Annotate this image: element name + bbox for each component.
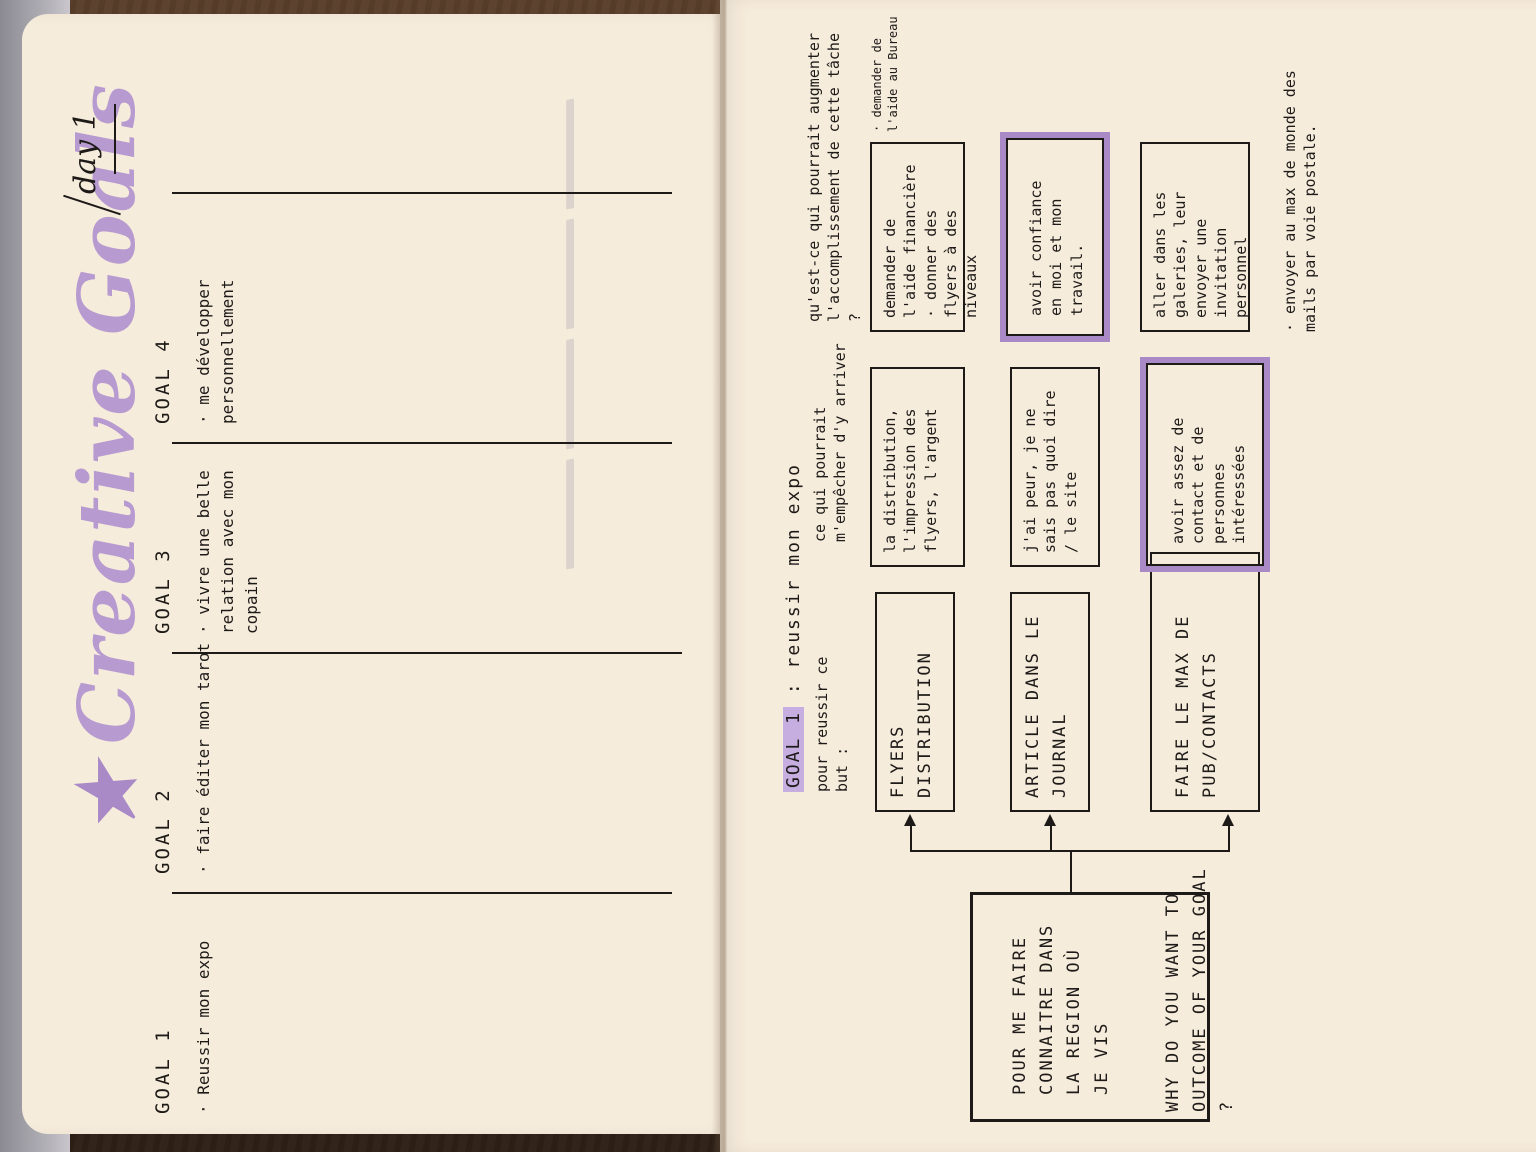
- helper-box-article: avoir confiance en moi et mon travail.: [1000, 132, 1110, 342]
- arrow-row-3: [1222, 814, 1234, 826]
- connector-trunk: [1070, 852, 1072, 892]
- goal-2-title: GOAL 2: [152, 787, 174, 874]
- show-through-lettering: ————: [492, 94, 631, 574]
- notebook-right-page: [720, 0, 1536, 1152]
- connector-to-row-3: [1228, 822, 1230, 852]
- how-header: pour reussir ce but :: [813, 656, 852, 792]
- goal-3-text: · vivre une belle relation avec mon copa…: [194, 470, 261, 634]
- star-icon: ★: [62, 762, 153, 834]
- goal-1-highlight: GOAL 1: [783, 706, 804, 792]
- column-divider-4: [172, 192, 672, 194]
- helper-side-note: · demander de l'aide au Bureau: [870, 16, 900, 132]
- goal-4-column: GOAL 4 · me développer personnellement: [152, 204, 240, 425]
- notebook-spine: [712, 0, 740, 1152]
- obstacle-box-article: j'ai peur, je ne sais pas quoi dire / le…: [1010, 367, 1100, 567]
- column-divider-3: [172, 442, 672, 444]
- goal-3-column: GOAL 3 · vivre une belle relation avec m…: [152, 454, 264, 634]
- left-page-content: ———— ★Creative Goals day 1 GOAL 1 · Reus…: [22, 14, 734, 1134]
- arrow-row-2: [1044, 814, 1056, 826]
- connector-spine: [910, 850, 1230, 852]
- right-page-content: WHY DO YOU WANT TO OUTCOME OF YOUR GOAL …: [720, 0, 1536, 1152]
- column-divider-1: [172, 892, 672, 894]
- goal-1-column: GOAL 1 · Reussir mon expo: [152, 874, 216, 1114]
- extra-note-mail: · envoyer au max de monde des mails par …: [1281, 70, 1320, 332]
- goal-1-heading-text: : reussir mon expo: [783, 463, 804, 695]
- connector-to-row-1: [910, 822, 912, 852]
- helper-box-galleries: aller dans les galeries, leur envoyer un…: [1140, 142, 1250, 332]
- goal-2-column: GOAL 2 · faire éditer mon tarot: [152, 634, 216, 874]
- helper-box-flyers: demander de l'aide financière · donner d…: [870, 142, 980, 332]
- action-box-flyers: FLYERS DISTRIBUTION: [875, 592, 955, 812]
- notebook-left-page: [22, 14, 734, 1134]
- goal-3-title: GOAL 3: [152, 547, 174, 634]
- day-label: day 1: [68, 111, 103, 194]
- obstacles-header: ce qui pourrait m'empêcher d'y arriver: [811, 343, 850, 542]
- day-underline: [114, 104, 116, 174]
- obstacle-box-contacts: avoir assez de contact et de personnes i…: [1140, 357, 1270, 572]
- goal-1-title: GOAL 1: [152, 1027, 174, 1114]
- obstacle-box-flyers: la distribution, l'impression des flyers…: [870, 367, 965, 567]
- action-box-article: ARTICLE DANS LE JOURNAL: [1010, 592, 1090, 812]
- goal-2-text: · faire éditer mon tarot: [194, 642, 213, 874]
- arrow-row-1: [904, 814, 916, 826]
- goal-1-heading: GOAL 1 : reussir mon expo: [780, 392, 809, 792]
- connector-to-row-2: [1050, 822, 1052, 852]
- page-title: ★Creative Goals: [62, 82, 153, 834]
- goal-4-title: GOAL 4: [152, 337, 174, 424]
- column-divider-2: [172, 652, 682, 654]
- goal-1-text: · Reussir mon expo: [194, 940, 213, 1114]
- action-box-pub: FAIRE LE MAX DE PUB/CONTACTS: [1150, 552, 1260, 812]
- why-answer-box: POUR ME FAIRE CONNAITRE DANS LA REGION O…: [970, 892, 1210, 1122]
- goal-4-text: · me développer personnellement: [194, 279, 237, 425]
- helpers-header: qu'est-ce qui pourrait augmenter l'accom…: [805, 33, 864, 322]
